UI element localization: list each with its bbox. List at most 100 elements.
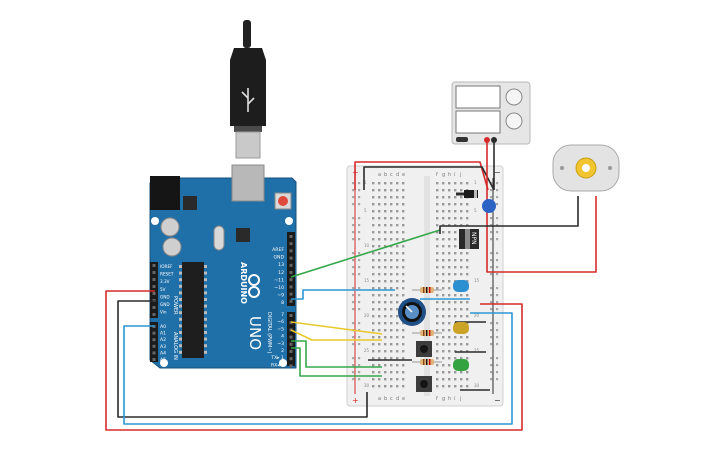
breadboard-hole xyxy=(448,371,451,374)
breadboard-hole xyxy=(436,245,439,248)
breadboard-hole xyxy=(390,343,393,346)
current-knob[interactable] xyxy=(505,112,523,130)
breadboard-hole xyxy=(390,294,393,297)
breadboard-hole xyxy=(396,336,399,339)
rail-hole xyxy=(490,224,493,227)
resistor[interactable] xyxy=(412,330,442,336)
breadboard-hole xyxy=(384,322,387,325)
rail-hole xyxy=(358,259,361,262)
rail-hole xyxy=(358,322,361,325)
rail-hole xyxy=(496,266,499,269)
breadboard-hole xyxy=(436,364,439,367)
breadboard-hole xyxy=(460,343,463,346)
header-pin[interactable] xyxy=(289,263,293,267)
voltage-knob[interactable] xyxy=(505,88,523,106)
header-pin[interactable] xyxy=(289,285,293,289)
wire-black-gnd-loop xyxy=(117,300,368,418)
header-pin[interactable] xyxy=(152,278,156,281)
breadboard-hole xyxy=(448,189,451,192)
potentiometer[interactable] xyxy=(398,298,426,326)
header-pin[interactable] xyxy=(289,278,293,282)
ceramic-capacitor[interactable] xyxy=(482,199,496,213)
breadboard-hole xyxy=(402,231,405,234)
row-number: 25 xyxy=(364,348,370,353)
header-pin[interactable] xyxy=(289,271,293,274)
header-pin[interactable] xyxy=(289,357,293,361)
header-pin[interactable] xyxy=(152,271,156,274)
header-pin[interactable] xyxy=(289,292,293,296)
flyback-diode[interactable] xyxy=(464,190,478,198)
breadboard-hole xyxy=(448,196,451,199)
power-switch[interactable] xyxy=(456,137,468,142)
breadboard-hole xyxy=(372,266,375,269)
rail-hole xyxy=(352,203,355,206)
header-pin[interactable] xyxy=(152,358,156,361)
header-pin[interactable] xyxy=(152,344,156,348)
led-yellow[interactable] xyxy=(453,322,469,334)
breadboard-hole xyxy=(390,350,393,353)
header-pin[interactable] xyxy=(289,342,293,346)
arduino-logo xyxy=(248,274,260,298)
breadboard-hole xyxy=(460,371,463,374)
dc-motor[interactable] xyxy=(552,144,620,192)
rail-hole xyxy=(358,231,361,234)
header-pin[interactable] xyxy=(152,285,156,288)
breadboard-hole xyxy=(466,259,469,262)
header-pin[interactable] xyxy=(289,235,293,238)
led-green[interactable] xyxy=(453,359,469,371)
breadboard-hole xyxy=(390,371,393,374)
led-blue[interactable] xyxy=(453,280,469,292)
header-pin[interactable] xyxy=(289,335,293,339)
digital-header-top xyxy=(287,232,295,306)
resistor[interactable] xyxy=(412,287,442,293)
header-pin[interactable] xyxy=(152,338,156,342)
breadboard-hole xyxy=(396,371,399,374)
header-pin[interactable] xyxy=(289,364,293,368)
npn-transistor[interactable]: NPN xyxy=(459,229,479,249)
breadboard-hole xyxy=(442,350,445,353)
rail-hole xyxy=(352,336,355,339)
resistor[interactable] xyxy=(412,359,442,365)
breadboard-hole xyxy=(396,224,399,227)
breadboard-hole xyxy=(436,189,439,192)
header-pin[interactable] xyxy=(289,350,293,353)
header-pin[interactable] xyxy=(152,331,156,335)
breadboard-hole xyxy=(454,371,457,374)
header-pin[interactable] xyxy=(152,292,156,295)
header-pin[interactable] xyxy=(289,249,293,253)
dc-power-supply[interactable] xyxy=(451,81,531,145)
breadboard-hole xyxy=(448,266,451,269)
digital-pin-label: ~3 xyxy=(277,341,284,347)
small-chip xyxy=(236,228,250,242)
power-header-label: POWER xyxy=(172,296,178,315)
header-pin[interactable] xyxy=(152,351,156,355)
header-pin[interactable] xyxy=(152,306,156,309)
pushbutton-2[interactable] xyxy=(416,376,432,392)
breadboard-hole xyxy=(384,336,387,339)
rail-hole xyxy=(352,217,355,220)
header-pin[interactable] xyxy=(289,299,293,303)
breadboard-hole xyxy=(384,315,387,318)
arduino-uno-board[interactable]: ARDUINO UNO DIGITAL (PWM~) POWER ANALOG … xyxy=(149,164,297,369)
breadboard-hole xyxy=(390,252,393,255)
usb-cable[interactable] xyxy=(230,20,266,159)
header-pin[interactable] xyxy=(289,256,293,260)
header-pin[interactable] xyxy=(289,314,293,317)
breadboard-hole xyxy=(378,210,381,213)
rail-hole xyxy=(496,343,499,346)
breadboard-hole xyxy=(384,294,387,297)
breadboard-hole xyxy=(436,238,439,241)
breadboard-hole xyxy=(378,385,381,388)
breadboard-hole xyxy=(402,364,405,367)
breadboard-hole xyxy=(372,357,375,360)
analog-header xyxy=(150,322,158,362)
chip-pin xyxy=(204,304,207,308)
rail-minus-bottom: − xyxy=(494,396,501,405)
header-pin[interactable] xyxy=(289,328,293,332)
chip-pin xyxy=(204,271,207,275)
header-pin[interactable] xyxy=(152,313,156,316)
header-pin[interactable] xyxy=(152,264,156,267)
pushbutton-1[interactable] xyxy=(416,341,432,357)
header-pin[interactable] xyxy=(289,242,293,246)
breadboard[interactable]: abcdefghijabcdefghij11551010151520202525… xyxy=(346,165,504,407)
